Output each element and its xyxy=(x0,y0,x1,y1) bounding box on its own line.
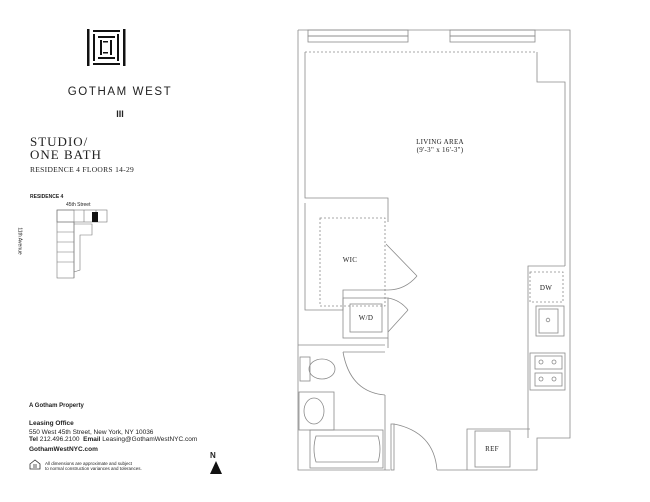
property-label: A Gotham Property xyxy=(29,403,84,409)
room-label-living: LIVING AREA xyxy=(416,138,464,146)
kitchen-sink xyxy=(535,305,565,337)
disclaimer-line: All dimensions are approximate and subje… xyxy=(45,461,133,466)
room-label-wd: W/D xyxy=(358,314,374,322)
key-plan xyxy=(56,209,108,279)
leasing-contact: Tel 212.496.2100 Email Leasing@GothamWes… xyxy=(29,436,197,443)
toilet xyxy=(299,356,336,382)
gotham-west-logo xyxy=(87,29,126,66)
leasing-address: 550 West 45th Street, New York, NY 10036 xyxy=(29,429,154,436)
brand-numeral: III xyxy=(116,109,124,119)
keyplan-avenue: 11th Avenue xyxy=(16,227,23,255)
unit-type-line2: ONE BATH xyxy=(30,147,102,162)
bathtub xyxy=(309,429,384,469)
bath-sink xyxy=(298,391,335,431)
tel-number[interactable]: 212.496.2100 xyxy=(39,436,80,443)
room-dims-living: (9'-3" x 16'-3") xyxy=(416,146,464,154)
unit-type-line1: STUDIO/ xyxy=(30,134,89,149)
equal-housing-icon xyxy=(29,459,41,470)
residence-highlight xyxy=(92,212,98,222)
stove xyxy=(529,352,566,391)
room-label-dw: DW xyxy=(539,284,553,292)
disclaimer: All dimensions are approximate and subje… xyxy=(45,461,165,471)
keyplan-label: RESIDENCE 4 xyxy=(30,194,64,200)
disclaimer-line: to normal construction variances and tol… xyxy=(45,466,142,471)
room-label-wic: WIC xyxy=(342,256,358,264)
refrigerator xyxy=(474,430,511,468)
unit-type: STUDIO/ ONE BATH xyxy=(30,135,102,161)
compass-label: N xyxy=(210,451,216,460)
room-label-ref: REF xyxy=(485,445,499,453)
keyplan-street: 45th Street xyxy=(66,202,91,208)
window xyxy=(307,29,536,43)
residence-floors: RESIDENCE 4 FLOORS 14-29 xyxy=(30,165,135,174)
website-link[interactable]: GothamWestNYC.com xyxy=(29,446,98,453)
email-label: Email xyxy=(83,436,101,443)
leasing-title: Leasing Office xyxy=(29,420,74,427)
tel-label: Tel xyxy=(29,436,38,443)
email-link[interactable]: Leasing@GothamWestNYC.com xyxy=(102,436,198,443)
brand-name: GOTHAM WEST xyxy=(67,86,173,98)
apartment-floor-plan xyxy=(297,29,571,471)
north-arrow-icon xyxy=(210,461,222,474)
